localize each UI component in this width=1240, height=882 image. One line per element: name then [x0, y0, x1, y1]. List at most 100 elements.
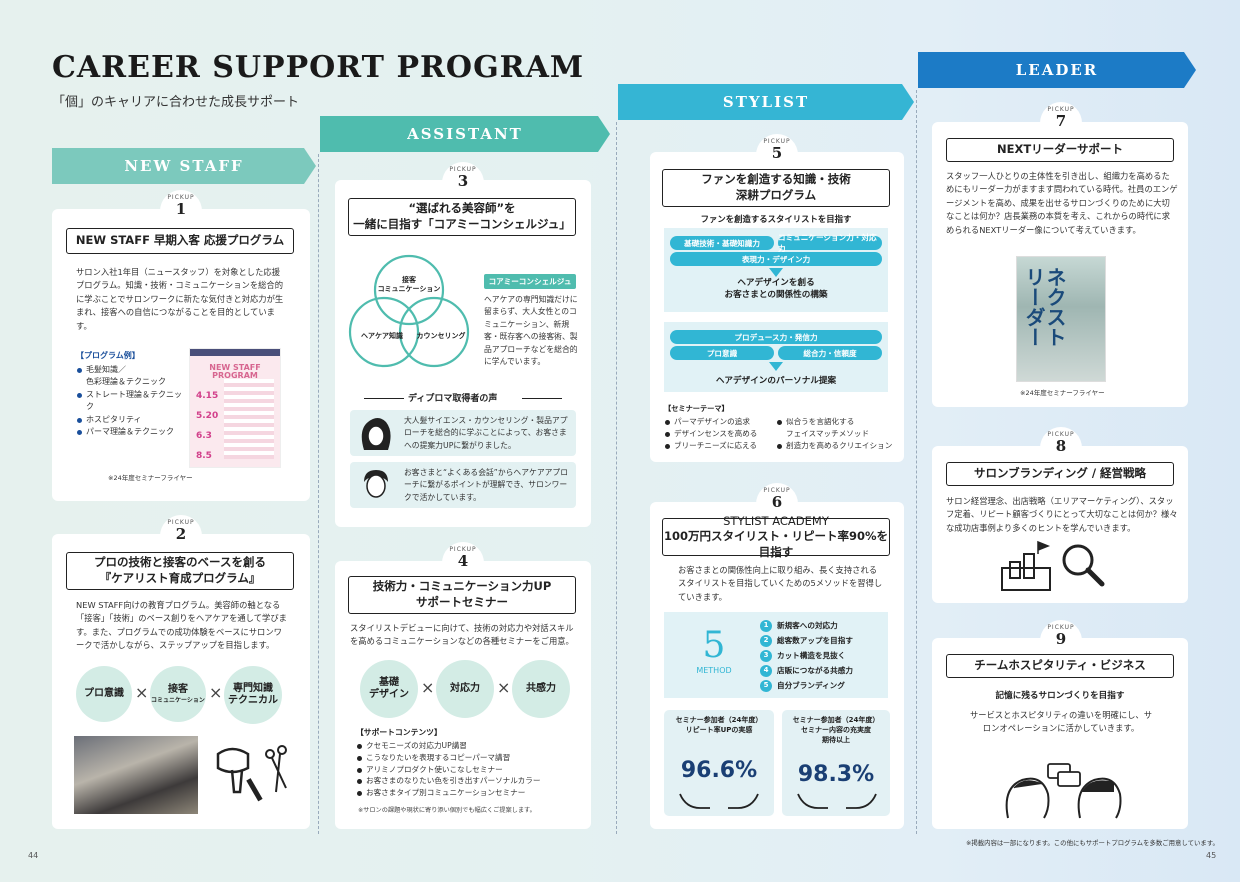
skill-circle: 共感力 — [512, 660, 570, 718]
pickup-label: PICKUP — [763, 138, 791, 145]
divider — [364, 398, 404, 399]
list-title: 【セミナーテーマ】 — [664, 404, 729, 413]
skill-circle: 専門知識 テクニカル — [224, 666, 282, 724]
flyer-date: 8.5 — [196, 451, 212, 461]
hands-icon — [797, 793, 877, 809]
pickup-label: PICKUP — [449, 546, 477, 553]
pickup-number: 6 — [771, 493, 783, 511]
flyer-title: ネクスト リーダー — [1022, 267, 1067, 347]
list-item: ブリーチニーズに応える — [664, 440, 776, 452]
page-number-left: 44 — [28, 851, 39, 860]
flyer-caption: ※24年度セミナーフライヤー — [1020, 389, 1105, 397]
method-index: 2 — [760, 634, 772, 647]
program-description: サロン経営理念、出店戦略（エリアマーケティング）、スタッフ定着、リピート顧客づく… — [946, 496, 1178, 533]
skill-pill: 表現力・デザイン力 — [670, 252, 882, 266]
flyer-caption: ※24年度セミナーフライヤー — [108, 474, 193, 482]
program-description: スタッフ一人ひとりの主体性を引き出し、組織力を高めるためにもリーダー力がますます… — [946, 171, 1178, 235]
venn-label: ヘアケア知識 — [361, 332, 403, 340]
concierge-description: ヘアケアの専門知識だけに留まらず、大人女性とのコミュニケーション、新規客・既存客… — [484, 295, 578, 367]
pickup-number: 3 — [457, 172, 469, 190]
skill-label: 専門知識 テクニカル — [228, 682, 278, 707]
pickup-label: PICKUP — [167, 519, 195, 526]
theme-list: 似合うを言語化する フェイスマッチメソッド 創造力を高めるクリエイション — [776, 416, 900, 451]
program-list: 毛髪知識／ 色彩理論＆テクニック ストレート理論＆テクニック ホスピタリティ パ… — [76, 364, 188, 438]
list-item: デザインセンスを高める — [664, 428, 776, 440]
pickup-number: 5 — [771, 144, 783, 162]
pickup-number: 9 — [1055, 630, 1067, 648]
stage-label: STYLIST — [722, 93, 810, 111]
method-text: カット構造を見抜く — [777, 651, 846, 660]
divider — [522, 398, 562, 399]
list-item: クセモニーズの対応力UP講習 — [356, 740, 586, 752]
pickup-number: 7 — [1055, 112, 1067, 130]
times-symbol: × — [421, 678, 435, 697]
program-description: サロン入社1年目（ニュースタッフ）を対象とした応援プログラム。知識・技術・コミュ… — [76, 267, 284, 331]
method-index: 1 — [760, 619, 772, 632]
flow-result: ヘアデザインを創る お客さまとの関係性の構築 — [724, 278, 828, 300]
pickup-label: PICKUP — [1047, 431, 1075, 438]
method-index: 4 — [760, 664, 772, 677]
skill-circle: 接客コミュニケーション — [150, 666, 206, 722]
program-note: ※サロンの課題や現状に寄り添い個別でも幅広くご提案します。 — [358, 807, 536, 814]
times-symbol: × — [497, 678, 511, 697]
skill-pill: 基礎技術・基礎知識力 — [670, 236, 774, 250]
program-title-line: サポートセミナー — [416, 595, 508, 609]
stat-value: 96.6% — [680, 758, 758, 783]
man-avatar-icon — [364, 470, 388, 498]
skill-label: 共感力 — [526, 682, 556, 694]
program-title: プロの技術と接客のベースを創る『ケアリスト育成プログラム』 — [66, 552, 294, 590]
list-item: ホスピタリティ — [76, 414, 188, 426]
program-description: NEW STAFF向けの教育プログラム。美容師の軸となる「接客」「技術」のベース… — [76, 600, 287, 651]
pickup-number: 2 — [175, 525, 187, 543]
method-index: 3 — [760, 649, 772, 662]
woman-avatar-icon — [361, 418, 391, 450]
list-item: アリミノプロダクト使いこなしセミナー — [356, 764, 586, 776]
program-title: “選ばれる美容師”を一緒に目指す「コアミーコンシェルジュ」 — [348, 198, 576, 236]
hair-dryer-scissors-icon — [216, 745, 287, 802]
method-text: 総客数アップを目指す — [777, 636, 853, 645]
method-index: 5 — [760, 679, 772, 692]
seminar-photo — [74, 736, 198, 814]
flyer-date: 4.15 — [196, 391, 219, 401]
voice-box — [350, 462, 576, 508]
method-text: 店販につながる共感力 — [777, 666, 853, 675]
stage-label: NEW STAFF — [124, 157, 244, 175]
stage-label: LEADER — [1015, 61, 1099, 79]
program-description: スタイリストデビューに向けて、技術の対応力や対話スキルを高めるコミュニケーション… — [350, 623, 574, 647]
program-title: NEXTリーダーサポート — [946, 138, 1174, 162]
skill-label: 接客 — [168, 684, 188, 695]
method-box — [664, 612, 888, 698]
program-title-line: 技術力・コミュニケーション力UP — [372, 579, 552, 594]
program-title: ファンを創造する知識・技術深耕プログラム — [662, 169, 890, 207]
skill-label: 対応力 — [450, 682, 480, 694]
skill-label: 基礎 デザイン — [369, 676, 409, 701]
skill-circle: 対応力 — [436, 660, 494, 718]
skill-circle: プロ意識 — [76, 666, 132, 722]
list-item: ストレート理論＆テクニック — [76, 389, 188, 414]
stage-banner-new-staff: NEW STAFF — [52, 148, 316, 184]
program-title-text: サロンブランディング / 経営戦略 — [973, 466, 1147, 481]
list-item: 似合うを言語化する フェイスマッチメソッド — [776, 416, 900, 440]
program-title-line: 『ケアリスト育成プログラム』 — [99, 571, 261, 585]
method-number: 5 — [702, 625, 726, 666]
concierge-tag: コアミーコンシェルジュ — [484, 274, 576, 289]
program-title: チームホスピタリティ・ビジネス — [946, 654, 1174, 678]
seminar-flyer-image: NEW STAFF PROGRAM 4.15 5.20 6.3 8.5 — [189, 348, 281, 468]
list-title: 【プログラム例】 — [76, 351, 140, 360]
voice-text: お客さまと“よくある会話”からヘアケアアプローチに繋がるポイントが理解でき、サロ… — [404, 468, 569, 502]
pickup-number: 1 — [175, 200, 187, 218]
footer-note: ※掲載内容は一部になります。この他にもサポートプログラムを多数ご用意しています。 — [966, 839, 1219, 847]
list-item: 創造力を高めるクリエイション — [776, 440, 900, 452]
method-item: 2 総客数アップを目指す — [760, 633, 853, 648]
method-label: METHOD — [696, 666, 732, 675]
pickup-label: PICKUP — [449, 166, 477, 173]
flyer-title: NEW STAFF PROGRAM — [209, 363, 261, 380]
page-subtitle: 「個」のキャリアに合わせた成長サポート — [52, 95, 300, 110]
